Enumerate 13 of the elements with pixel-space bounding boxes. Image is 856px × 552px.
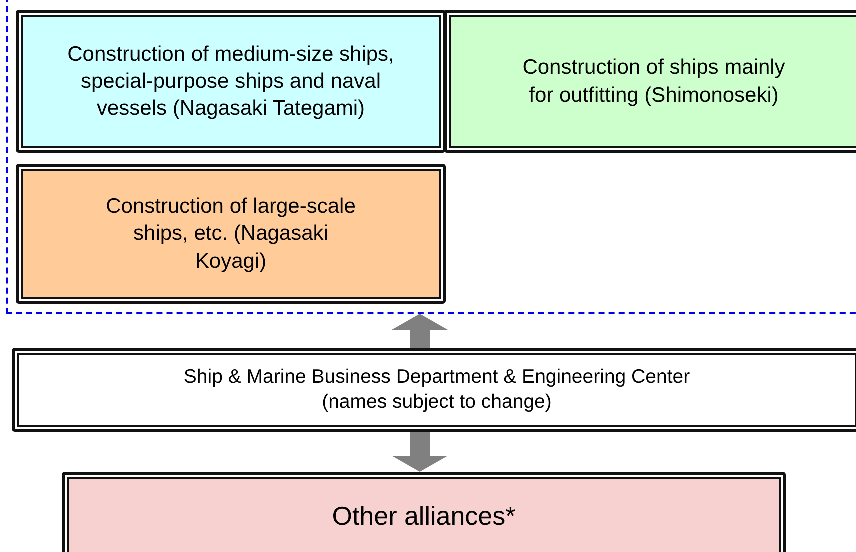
block-arrow xyxy=(392,314,448,348)
process-box xyxy=(16,164,446,304)
box-label: Construction of medium-size ships, special-purpose ships and naval vessels (Nagasaki Tategami) xyxy=(66,42,396,122)
process-box xyxy=(16,10,446,153)
box-label: Other alliances* xyxy=(332,500,516,534)
block-arrow xyxy=(392,432,448,472)
box-label: Construction of large-scale ships, etc. (Nagasaki Koyagi) xyxy=(105,194,357,275)
process-box xyxy=(444,10,856,153)
box-label: Construction of ships mainly for outfitting (Shimonoseki) xyxy=(522,55,786,108)
dashed-group-frame xyxy=(6,0,856,314)
process-box xyxy=(12,348,856,432)
process-box xyxy=(62,472,786,552)
box-label: Ship & Marine Business Department & Engineering Center (names subject to change) xyxy=(182,364,692,415)
